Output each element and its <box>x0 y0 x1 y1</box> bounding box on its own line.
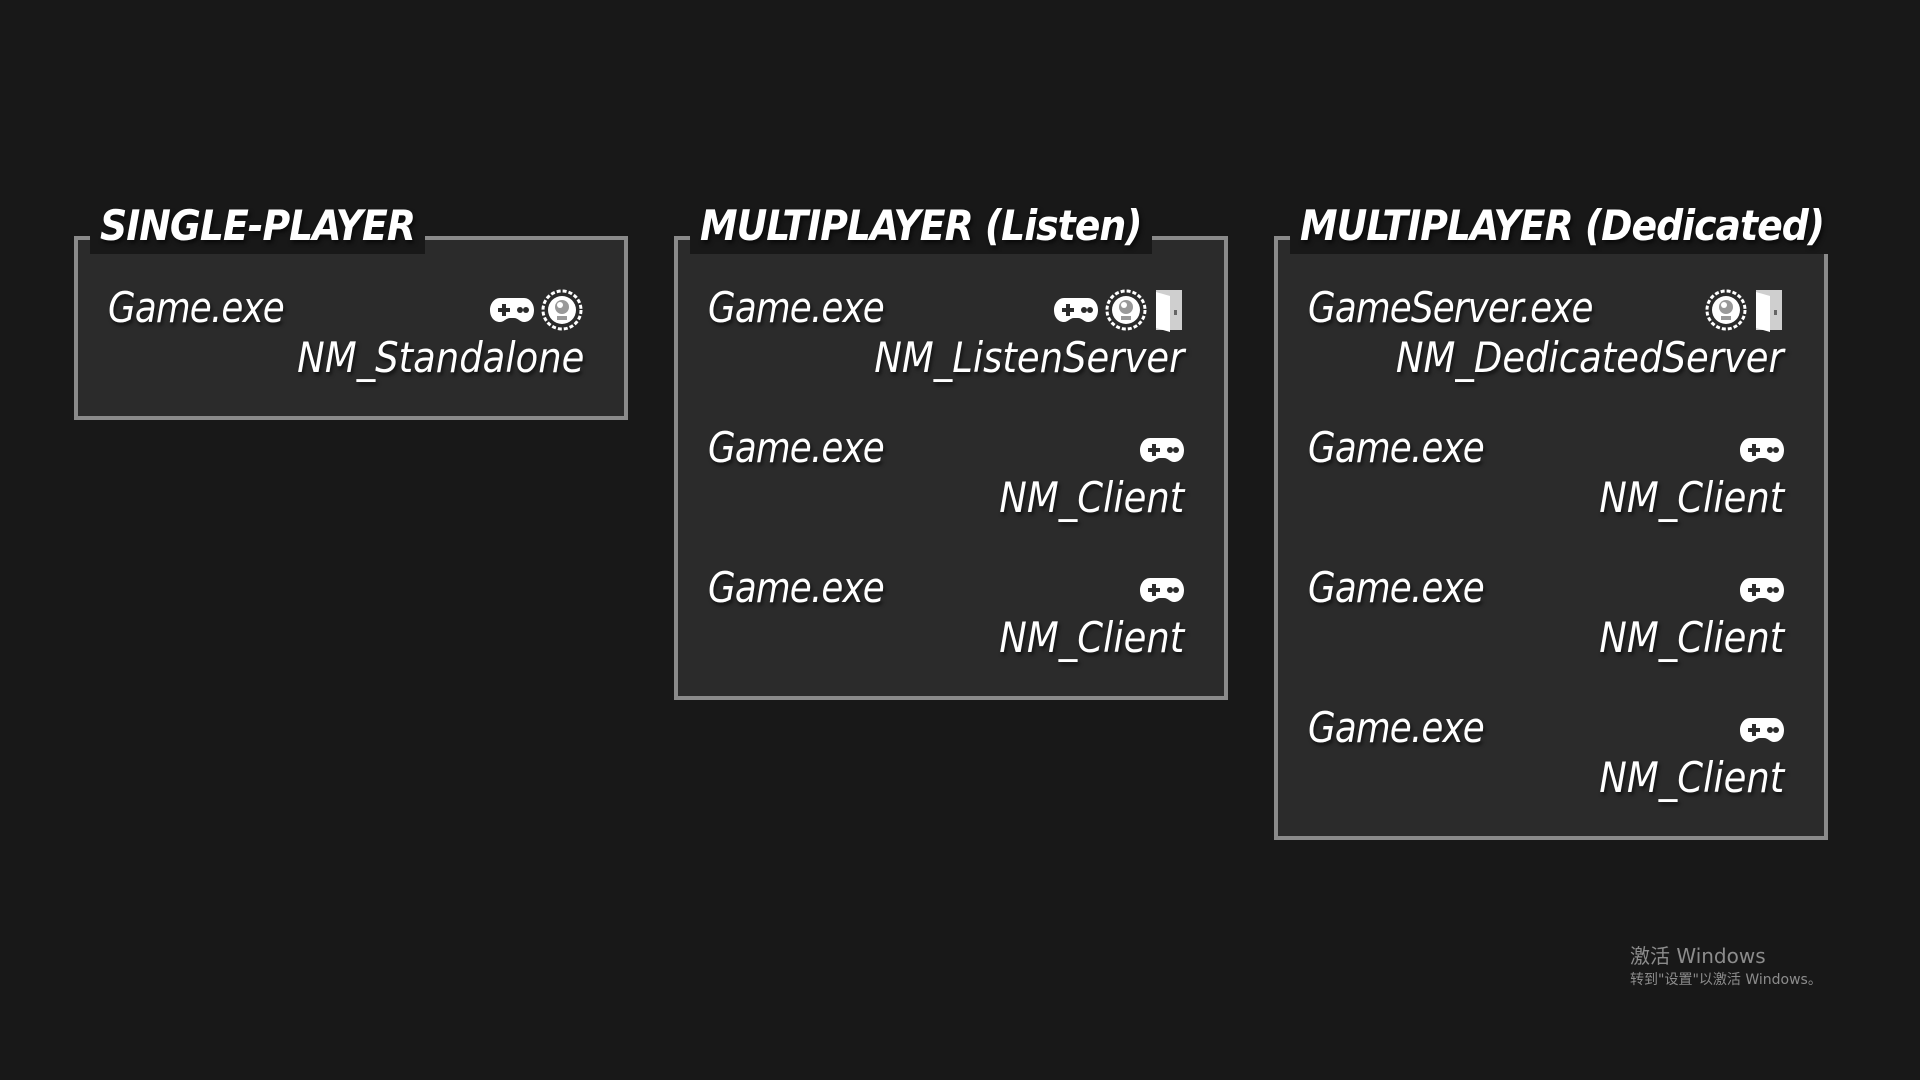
net-mode-label: NM_Client <box>1598 473 1784 522</box>
process-entry: Game.exe NM_Client <box>708 420 1184 540</box>
windows-activation-watermark: 激活 Windows 转到"设置"以激活 Windows。 <box>1630 942 1822 990</box>
process-entry: Game.exe NM_Standalone <box>108 280 584 400</box>
net-mode-label: NM_Client <box>1598 613 1784 662</box>
controller-icon <box>1140 436 1184 464</box>
net-mode-label: NM_Client <box>998 613 1184 662</box>
process-entry: Game.exe NM_Client <box>1308 700 1784 820</box>
exe-name: Game.exe <box>108 283 285 332</box>
exe-name: Game.exe <box>708 423 885 472</box>
panel-title: MULTIPLAYER (Dedicated) <box>1290 198 1835 254</box>
controller-icon <box>1054 296 1098 324</box>
exe-name: Game.exe <box>708 563 885 612</box>
watermark-subtitle: 转到"设置"以激活 Windows。 <box>1630 972 1822 988</box>
process-entry: Game.exe NM_Client <box>1308 560 1784 680</box>
process-entry: Game.exe NM_Client <box>708 560 1184 680</box>
exe-name: Game.exe <box>708 283 885 332</box>
panel-title: MULTIPLAYER (Listen) <box>690 198 1152 254</box>
server-badge-icon <box>540 288 584 332</box>
panel-multiplayer-listen: MULTIPLAYER (Listen) Game.exe NM_ListenS… <box>674 198 1228 700</box>
net-mode-label: NM_Client <box>1598 753 1784 802</box>
net-mode-label: NM_Standalone <box>296 333 584 382</box>
process-icons <box>1054 288 1184 332</box>
process-icons <box>490 288 584 332</box>
controller-icon <box>1740 716 1784 744</box>
server-badge-icon <box>1704 288 1748 332</box>
process-entry: GameServer.exe NM_DedicatedServer <box>1308 280 1784 400</box>
net-mode-label: NM_Client <box>998 473 1184 522</box>
net-mode-label: NM_ListenServer <box>874 333 1184 382</box>
controller-icon <box>490 296 534 324</box>
process-icons <box>1740 568 1784 612</box>
panel-title: SINGLE-PLAYER <box>90 198 425 254</box>
controller-icon <box>1740 436 1784 464</box>
process-icons <box>1740 708 1784 752</box>
process-icons <box>1140 428 1184 472</box>
panel-single-player: SINGLE-PLAYER Game.exe NM_Standalone <box>74 198 628 420</box>
exe-name: Game.exe <box>1308 703 1485 752</box>
controller-icon <box>1140 576 1184 604</box>
process-icons <box>1740 428 1784 472</box>
door-icon <box>1154 288 1184 332</box>
process-entry: Game.exe NM_Client <box>1308 420 1784 540</box>
exe-name: Game.exe <box>1308 563 1485 612</box>
door-icon <box>1754 288 1784 332</box>
process-entry: Game.exe NM_ListenServer <box>708 280 1184 400</box>
process-icons <box>1704 288 1784 332</box>
controller-icon <box>1740 576 1784 604</box>
exe-name: GameServer.exe <box>1308 283 1593 332</box>
panel-multiplayer-dedicated: MULTIPLAYER (Dedicated) GameServer.exe N… <box>1274 198 1835 840</box>
process-icons <box>1140 568 1184 612</box>
net-mode-label: NM_DedicatedServer <box>1396 333 1784 382</box>
server-badge-icon <box>1104 288 1148 332</box>
watermark-title: 激活 Windows <box>1630 944 1766 968</box>
exe-name: Game.exe <box>1308 423 1485 472</box>
